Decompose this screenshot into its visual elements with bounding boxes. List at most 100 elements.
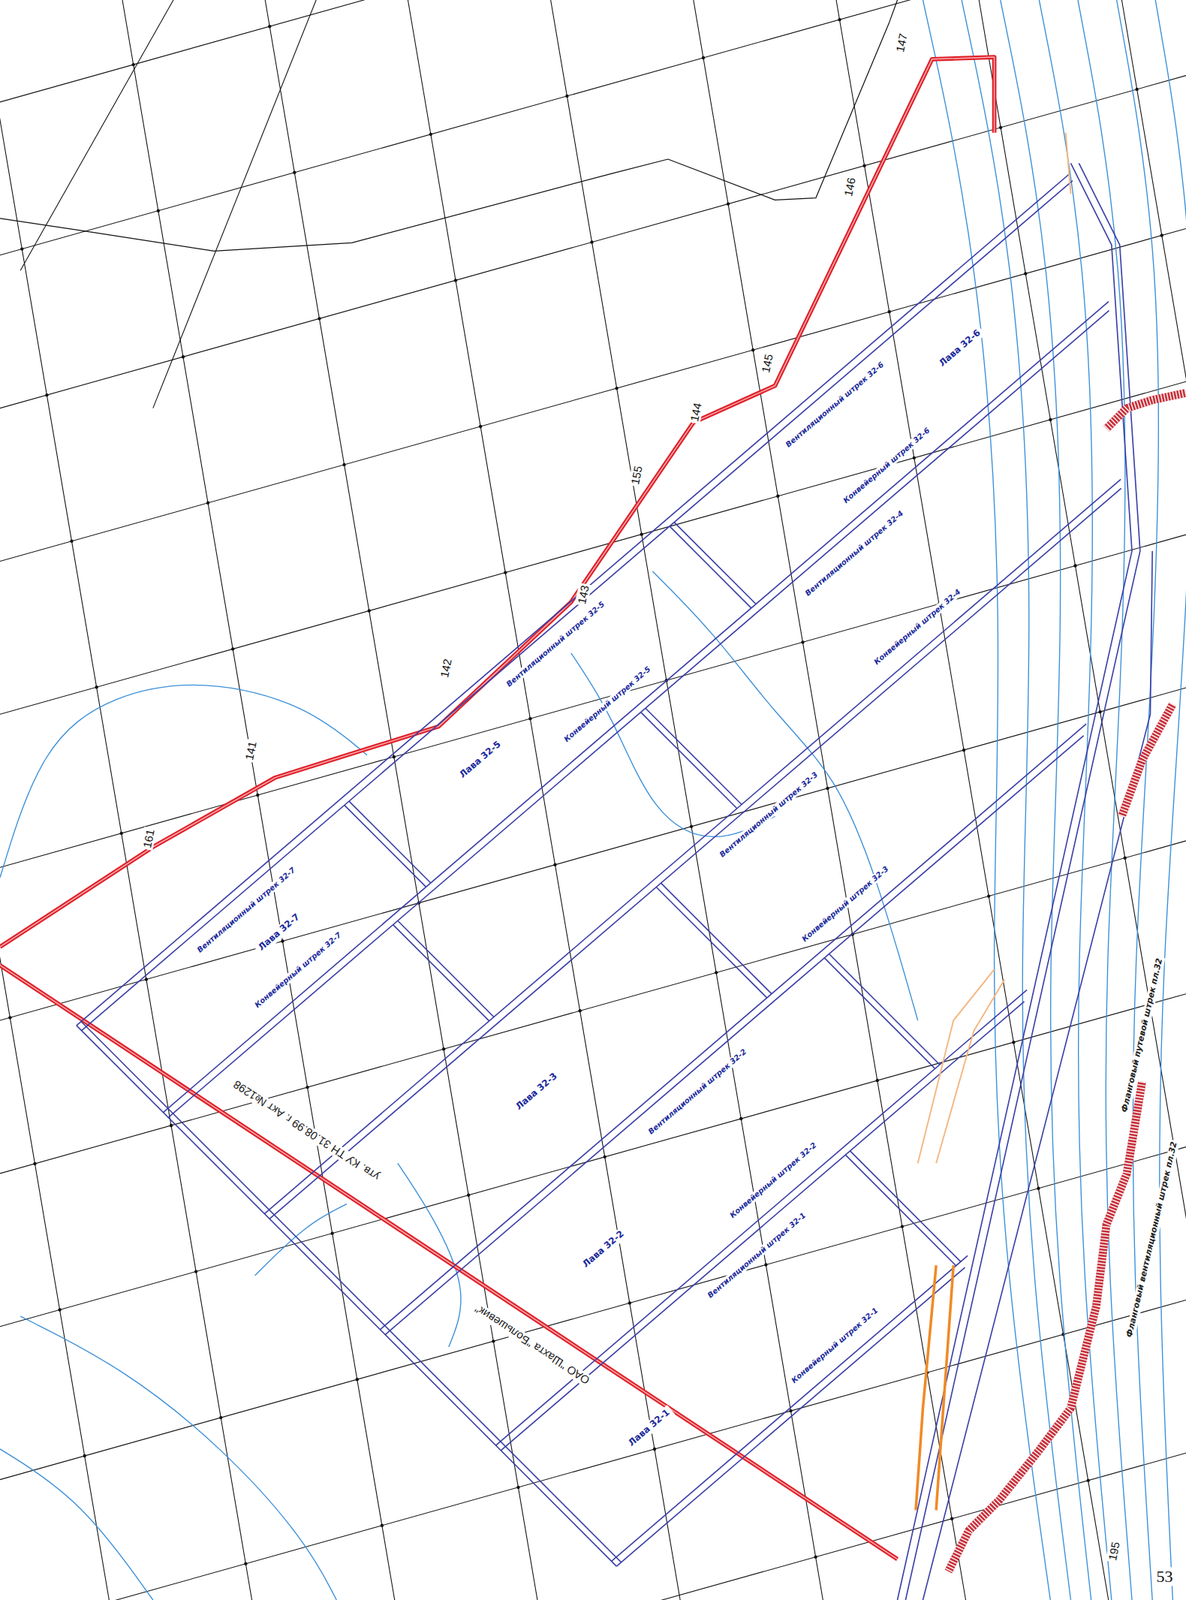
survey-point <box>726 201 730 205</box>
survey-point <box>1123 855 1127 859</box>
mine-working <box>641 712 738 809</box>
mine-boundary-inner-group <box>0 57 995 1560</box>
survey-point <box>156 208 160 212</box>
station-number: 141 <box>242 738 260 763</box>
contour-line <box>1116 0 1159 1600</box>
survey-point <box>355 1377 359 1381</box>
survey-grid-line <box>122 0 395 1600</box>
station-number: 145 <box>758 351 776 376</box>
drift-name: Вентиляционный штрек 32-7 <box>194 863 299 955</box>
survey-point <box>454 278 458 282</box>
survey-point <box>875 1078 879 1082</box>
survey-point <box>603 1155 607 1159</box>
orange-line-pale <box>918 969 995 1163</box>
survey-point <box>144 977 148 981</box>
panel-name: Лава 32-5 <box>457 739 503 781</box>
survey-point <box>813 1554 817 1558</box>
survey-point <box>751 348 755 352</box>
survey-point <box>962 748 966 752</box>
mine-working <box>922 550 1153 1600</box>
station-number: 146 <box>840 174 858 199</box>
contour-line <box>397 1162 461 1347</box>
station-number: 147 <box>892 30 910 55</box>
survey-point <box>577 1008 581 1012</box>
orange-line-pale <box>936 979 1005 1164</box>
station-number: 142 <box>436 656 455 681</box>
survey-point <box>999 126 1003 130</box>
orange-line-pale-group <box>918 132 1072 1164</box>
survey-point <box>640 532 644 536</box>
mine-working <box>76 174 1069 1026</box>
boundary-note: ОАО "Шахта "Большевик" <box>471 1301 593 1388</box>
flank-drift-name: Фланговый вентиляционный штрек пл.32 <box>1125 1139 1180 1340</box>
contour-line <box>0 684 368 877</box>
survey-point <box>900 1224 904 1228</box>
longwall-panel: Лава 32-5 <box>454 736 506 783</box>
panel-name: Лава 32-1 <box>626 1406 673 1448</box>
boundary-note: утв. КУ ТН 31.08.99 г. Акт №1298 <box>228 1076 383 1184</box>
survey-point <box>565 94 569 98</box>
survey-grid-line <box>1121 0 1186 1600</box>
survey-point <box>292 171 296 175</box>
survey-point <box>1098 710 1102 714</box>
panel-name: Лава 32-3 <box>513 1071 560 1113</box>
survey-point <box>8 1015 12 1019</box>
orange-line-pale <box>1065 132 1072 195</box>
survey-point <box>206 501 210 505</box>
drift-name: Конвейерный штрек 32-4 <box>870 586 964 668</box>
survey-grid-line <box>0 0 1186 103</box>
survey-grid-line <box>407 0 681 1600</box>
longwall-panel: Лава 32-1 <box>623 1404 675 1451</box>
contour-line <box>255 1204 347 1276</box>
mine-working <box>611 1255 968 1561</box>
survey-grid-line <box>153 0 317 409</box>
contour-line <box>0 1448 154 1600</box>
survey-point <box>1086 1478 1090 1482</box>
mine-working <box>829 954 940 1066</box>
drift-name: Конвейерный штрек 32-2 <box>727 1139 820 1221</box>
survey-point <box>267 24 271 28</box>
survey-point <box>120 831 124 835</box>
survey-grid-line <box>0 1299 1186 1600</box>
mine-working <box>264 478 1121 1214</box>
survey-point <box>1134 87 1138 91</box>
mine-working <box>379 723 1087 1330</box>
survey-point <box>45 393 49 397</box>
longwall-panel: Лава 32-3 <box>511 1068 563 1115</box>
survey-grid-line <box>0 381 1186 714</box>
mine-working <box>81 180 1073 1031</box>
survey-point <box>516 1485 520 1489</box>
drift-name: Конвейерный штрек 32-3 <box>799 863 892 945</box>
survey-grid-line <box>0 0 253 1600</box>
survey-point <box>169 1123 173 1127</box>
longwall-panel: Лава 32-2 <box>577 1225 630 1272</box>
survey-traverse <box>0 0 898 251</box>
mine-working <box>397 920 494 1017</box>
mine-working <box>669 526 752 609</box>
survey-grid-line <box>0 993 1186 1327</box>
survey-point <box>380 1523 384 1527</box>
mine-boundary-group <box>0 57 995 1560</box>
mine-working <box>162 301 1108 1113</box>
drift-name: Вентиляционный штрек 32-4 <box>802 508 907 600</box>
survey-point <box>33 1161 37 1165</box>
station-number: 155 <box>627 463 645 488</box>
contour-line <box>1000 0 1092 1600</box>
survey-point <box>553 863 557 867</box>
mine-working <box>349 800 431 883</box>
station-number: 143 <box>574 582 593 607</box>
panel-name: Лава 32-2 <box>580 1228 627 1270</box>
survey-point <box>132 63 136 67</box>
survey-point <box>689 824 693 828</box>
survey-point <box>231 647 235 651</box>
survey-point <box>466 1193 470 1197</box>
survey-point <box>739 1116 743 1120</box>
survey-point <box>800 640 804 644</box>
survey-grid-line <box>0 1452 1186 1600</box>
survey-point <box>887 310 892 314</box>
station-number: 161 <box>140 826 158 851</box>
survey-point <box>367 608 371 612</box>
drift-name: Вентиляционный штрек 32-5 <box>503 598 608 690</box>
survey-point <box>912 456 916 460</box>
